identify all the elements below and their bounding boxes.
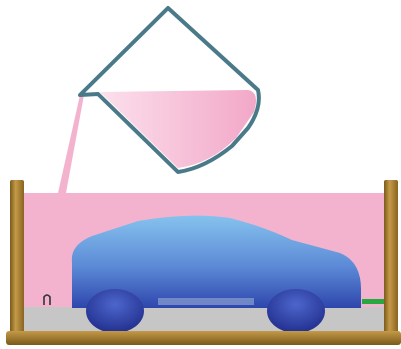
floor-plate <box>24 307 385 331</box>
pitcher-liquid <box>100 90 256 168</box>
green-strip <box>362 299 384 304</box>
tank-bottom-beam <box>6 331 401 345</box>
pouring-pitcher-icon <box>80 8 259 172</box>
car-underbody <box>158 298 254 305</box>
rear-wheel <box>267 289 325 333</box>
tank-right-post <box>384 180 398 338</box>
tank-left-post <box>10 180 24 338</box>
front-wheel <box>86 289 144 333</box>
pouring-stream <box>58 95 84 193</box>
